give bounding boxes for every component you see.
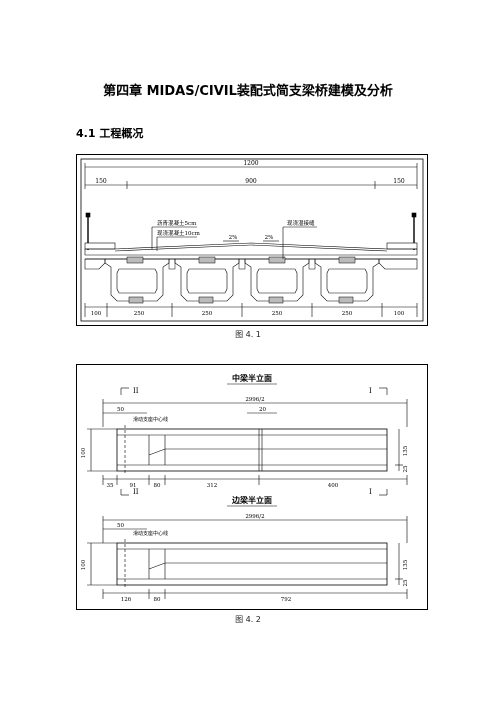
slope-left: 2% [229, 235, 238, 241]
figure-cross-section: 1200 150 900 150 沥青混凝土5cm 现浇混凝土10cm 现浇湿接… [76, 154, 428, 326]
side-right-dim-25: 25 [403, 579, 409, 586]
mid-right-dim-25: 25 [403, 465, 409, 472]
mid-dim-50: 50 [117, 407, 124, 413]
label-wet-joint: 现浇湿接缝 [287, 219, 315, 227]
mid-bottom-dim-1: 35 [107, 483, 114, 489]
dim-bottom-6: 100 [394, 311, 405, 317]
mid-bearing-label: 滑动支座中心线 [133, 416, 168, 423]
slope-right: 2% [265, 235, 274, 241]
half-elevation-drawing: 中梁半立面 II I 2996/2 50 20 滑动支座中心线 100 135 … [81, 373, 409, 603]
mid-dim-20: 20 [259, 407, 266, 413]
side-bottom-dim-2: 80 [154, 597, 161, 603]
side-bottom-dim-3: 792 [281, 597, 292, 603]
side-height-dim: 100 [81, 559, 87, 570]
section-title: 4.1 工程概况 [76, 127, 144, 140]
section-mark-right-top: I [369, 387, 372, 395]
section-mark-right-bottom: I [369, 488, 372, 496]
dim-bottom-5: 250 [342, 311, 353, 317]
figure2-caption: 图 4. 2 [235, 615, 261, 624]
mid-bottom-dim-2: 91 [130, 483, 137, 489]
mid-bottom-dim-3: 80 [154, 483, 161, 489]
mid-girder-title: 中梁半立面 [232, 373, 272, 383]
side-bearing-label: 滑动支座中心线 [133, 530, 168, 537]
label-cast-concrete: 现浇混凝土10cm [157, 229, 201, 237]
chapter-title: 第四章 MIDAS/CIVIL装配式简支梁桥建模及分析 [103, 84, 393, 99]
dim-bottom-2: 250 [134, 311, 145, 317]
cross-section-drawing: 1200 150 900 150 沥青混凝土5cm 现浇混凝土10cm 现浇湿接… [80, 158, 424, 322]
section-mark-left-bottom: II [133, 488, 139, 496]
dim-bottom-4: 250 [272, 311, 283, 317]
mid-right-dim-135: 135 [403, 445, 409, 456]
side-right-dim-135: 135 [403, 559, 409, 570]
side-dim-50: 50 [117, 523, 124, 529]
side-girder-title: 边梁半立面 [231, 495, 272, 505]
dim-top-right: 150 [393, 178, 405, 185]
label-asphalt: 沥青混凝土5cm [157, 219, 197, 227]
figure-half-elevation: 中梁半立面 II I 2996/2 50 20 滑动支座中心线 100 135 … [76, 364, 428, 610]
dim-total-width: 1200 [243, 160, 258, 167]
figure1-caption: 图 4. 1 [235, 330, 261, 339]
dim-top-middle: 900 [245, 178, 257, 185]
dim-bottom-1: 100 [91, 311, 102, 317]
mid-half-span-dim: 2996/2 [245, 397, 264, 403]
dim-top-left: 150 [95, 178, 107, 185]
mid-bottom-dim-5: 400 [328, 483, 339, 489]
side-half-span-dim: 2996/2 [245, 514, 264, 520]
mid-height-dim: 100 [81, 447, 87, 458]
side-bottom-dim-1: 126 [121, 597, 132, 603]
section-mark-left-top: II [133, 387, 139, 395]
mid-bottom-dim-4: 312 [207, 483, 218, 489]
dim-bottom-3: 250 [202, 311, 213, 317]
